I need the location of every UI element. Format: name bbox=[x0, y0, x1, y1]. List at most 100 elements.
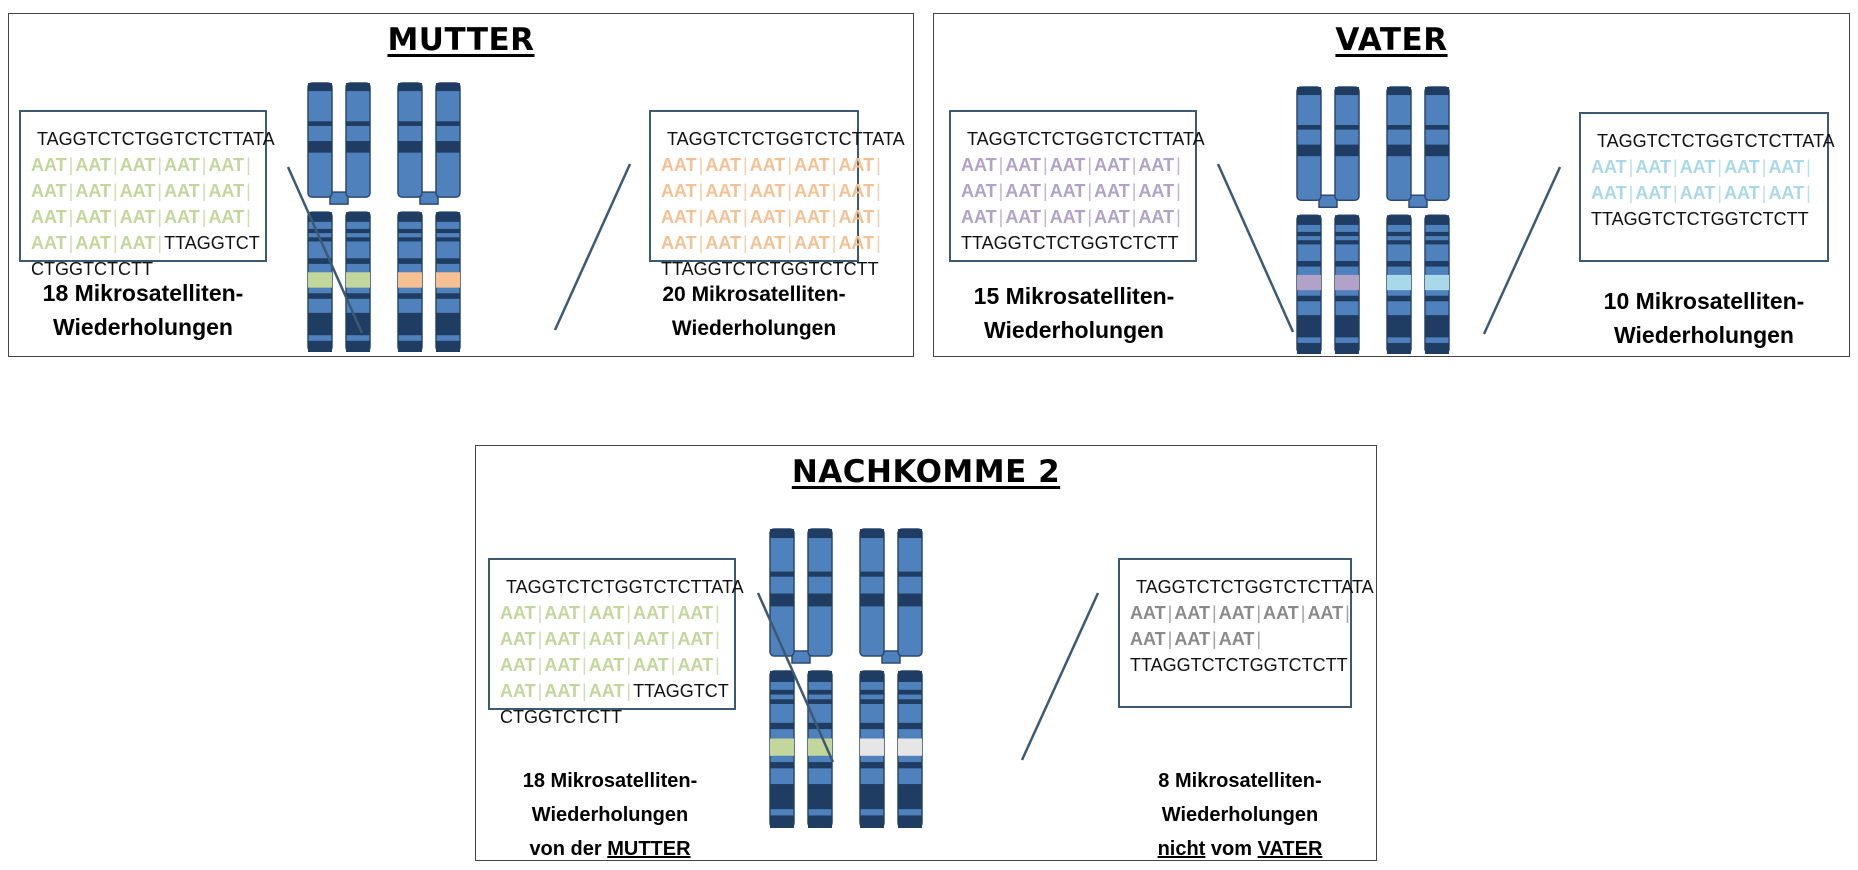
repeat-separator: | bbox=[113, 181, 118, 201]
repeat-separator: | bbox=[157, 181, 163, 201]
repeat-unit: AAT bbox=[588, 681, 625, 701]
dark-band bbox=[308, 83, 332, 92]
repeat-separator: | bbox=[1761, 157, 1767, 177]
caption-line: Wiederholungen bbox=[1161, 804, 1319, 826]
flank-sequence-start: TAGGTCTCTGGTCTCTTATA bbox=[506, 577, 744, 597]
microsatellite-locus-band bbox=[770, 738, 794, 756]
flank-sequence-end: TTAGGTCT bbox=[164, 233, 260, 253]
repeat-unit: AAT bbox=[1174, 629, 1211, 649]
dark-band bbox=[1297, 144, 1321, 157]
repeat-separator: | bbox=[876, 207, 881, 227]
caption-line: Wiederholungen bbox=[53, 314, 233, 340]
dark-band bbox=[1425, 125, 1449, 130]
dark-band bbox=[1297, 315, 1321, 338]
dark-band bbox=[436, 258, 460, 264]
chromatid-upper-arm bbox=[859, 528, 885, 657]
repeat-separator: | bbox=[831, 207, 837, 227]
repeat-unit: AAT bbox=[544, 681, 581, 701]
repeat-line: AAT|AAT|AAT|AAT|AAT| bbox=[31, 204, 255, 230]
dark-band bbox=[770, 529, 794, 539]
chromosome-group bbox=[1293, 86, 1463, 354]
chromatid-upper-arm bbox=[397, 82, 423, 198]
repeat-unit: AAT bbox=[1094, 181, 1130, 201]
dark-band bbox=[1335, 261, 1359, 267]
dark-band bbox=[860, 571, 884, 577]
flank-sequence-end: TTAGGTCT bbox=[633, 681, 729, 701]
repeat-unit: AAT bbox=[677, 603, 714, 623]
repeat-unit: AAT bbox=[31, 207, 67, 227]
repeat-separator: | bbox=[670, 603, 676, 623]
repeat-unit: AAT bbox=[164, 207, 200, 227]
chromosome-pair-svg bbox=[307, 82, 461, 352]
repeat-unit: AAT bbox=[677, 655, 714, 675]
chromatid-upper-arm bbox=[807, 528, 833, 657]
dark-band bbox=[346, 121, 370, 126]
dark-band bbox=[346, 237, 370, 242]
repeat-separator: | bbox=[715, 655, 720, 675]
panel-title: VATER bbox=[1335, 22, 1448, 58]
repeat-unit: AAT bbox=[31, 233, 67, 253]
centromere-link bbox=[329, 191, 349, 205]
flank-sequence-end: CTGGTCTCTT bbox=[31, 259, 153, 279]
repeat-separator: | bbox=[787, 155, 793, 175]
repeat-separator: | bbox=[698, 181, 704, 201]
repeat-unit: AAT bbox=[794, 233, 830, 253]
repeat-separator: | bbox=[876, 233, 881, 253]
dark-band bbox=[770, 699, 794, 704]
repeat-line: AAT|AAT|AAT|AAT|AAT| bbox=[1130, 600, 1350, 626]
dark-band bbox=[308, 141, 332, 153]
chromosome-group bbox=[766, 528, 936, 828]
repeat-separator: | bbox=[537, 603, 543, 623]
dark-band bbox=[1335, 87, 1359, 96]
repeat-unit: AAT bbox=[1724, 157, 1760, 177]
repeat-unit: AAT bbox=[588, 603, 625, 623]
repeat-unit: AAT bbox=[633, 655, 669, 675]
dark-band bbox=[1387, 215, 1411, 225]
repeat-separator: | bbox=[1212, 629, 1217, 649]
repeat-separator: | bbox=[1087, 207, 1093, 227]
chromosome-pair-svg bbox=[1296, 86, 1450, 354]
repeat-unit: AAT bbox=[705, 233, 742, 253]
dark-band bbox=[808, 571, 832, 577]
repeat-unit: AAT bbox=[500, 629, 536, 649]
repeat-unit: AAT bbox=[1174, 603, 1211, 623]
microsatellite-locus-band bbox=[1425, 274, 1449, 291]
repeat-separator: | bbox=[1345, 603, 1350, 623]
dark-band bbox=[860, 593, 884, 607]
repeat-separator: | bbox=[1167, 603, 1173, 623]
caption-emphasis: MUTTER bbox=[607, 838, 691, 860]
repeat-unit: AAT bbox=[633, 629, 669, 649]
centromere-link bbox=[419, 191, 439, 205]
dark-band bbox=[346, 212, 370, 222]
caption-right: 20 Mikrosatelliten-Wiederholungen bbox=[629, 278, 879, 346]
dark-band bbox=[1425, 144, 1449, 157]
dark-band bbox=[1425, 261, 1449, 267]
repeat-separator: | bbox=[246, 181, 251, 201]
repeat-separator: | bbox=[831, 181, 837, 201]
repeat-separator: | bbox=[1131, 207, 1137, 227]
flank-sequence-end: CTGGTCTCTT bbox=[500, 707, 622, 727]
microsatellite-locus-band bbox=[808, 738, 832, 756]
repeat-separator: | bbox=[582, 655, 587, 675]
dark-band bbox=[398, 212, 422, 222]
flank-sequence-end: TTAGGTCTCTGGTCTCTT bbox=[1591, 209, 1809, 229]
repeat-separator: | bbox=[1806, 157, 1811, 177]
repeat-separator: | bbox=[787, 181, 793, 201]
dark-band bbox=[398, 228, 422, 234]
repeat-unit: AAT bbox=[1591, 157, 1627, 177]
centromere-link bbox=[1318, 194, 1338, 208]
repeat-separator: | bbox=[201, 181, 207, 201]
dark-band bbox=[1335, 295, 1359, 302]
dark-band bbox=[808, 593, 832, 607]
caption-line: nicht vom VATER bbox=[1110, 832, 1370, 866]
dark-band bbox=[1387, 125, 1411, 130]
repeat-unit: AAT bbox=[75, 155, 112, 175]
dark-band bbox=[1387, 261, 1411, 267]
repeat-separator: | bbox=[670, 629, 676, 649]
dark-band bbox=[770, 762, 794, 769]
microsatellite-locus-band bbox=[1335, 274, 1359, 291]
repeat-separator: | bbox=[68, 207, 74, 227]
repeat-unit: AAT bbox=[1635, 183, 1672, 203]
